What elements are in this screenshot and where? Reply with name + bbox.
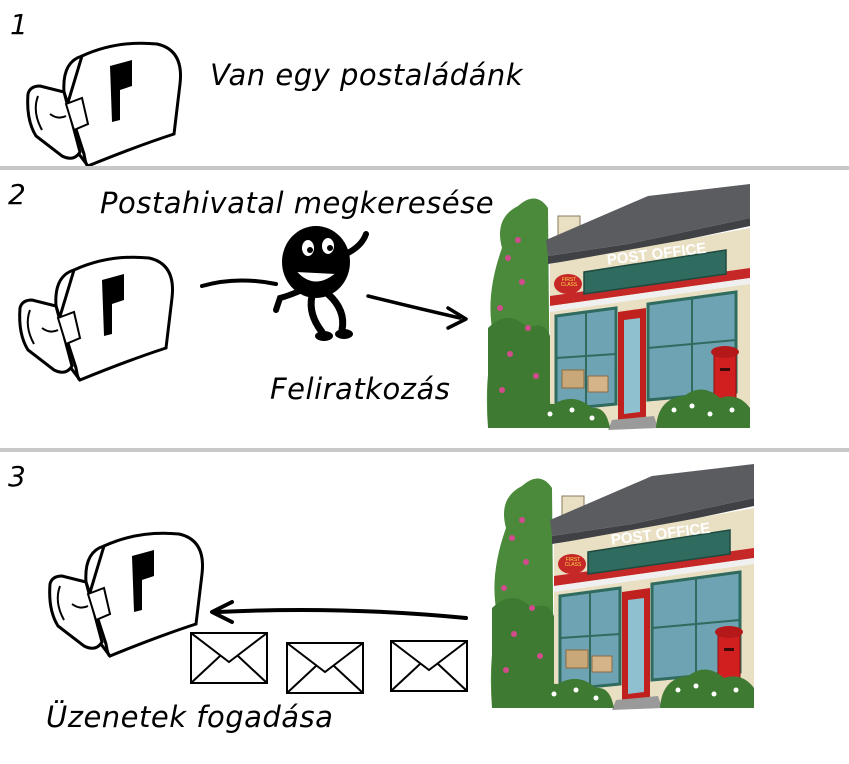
panel-1-caption: Van egy postaládánk <box>210 58 524 92</box>
arrow-left-icon <box>210 600 468 624</box>
panel-2-bottom-caption: Feliratkozás <box>270 372 451 406</box>
panel-separator <box>0 448 849 452</box>
panel-2-top-caption: Postahivatal megkeresése <box>100 186 495 220</box>
envelope-icon <box>390 640 468 692</box>
envelope-icon <box>286 642 364 694</box>
panel-3-caption: Üzenetek fogadása <box>46 700 334 734</box>
mailbox-icon <box>48 531 205 658</box>
post-office-illustration: POST OFFICE FIRST CLASS <box>485 178 752 434</box>
mailbox-icon <box>26 41 183 168</box>
mailbox-icon <box>18 255 175 382</box>
first-class-badge: FIRST CLASS <box>560 277 578 288</box>
panel-3-number: 3 <box>8 460 26 493</box>
first-class-badge: FIRST CLASS <box>564 557 582 568</box>
panel-2-number: 2 <box>8 178 26 211</box>
post-office-illustration: POST OFFICE FIRST CLASS <box>489 458 756 714</box>
walking-character-icon <box>200 226 468 341</box>
panel-1-number: 1 <box>10 8 28 41</box>
envelope-icon <box>190 632 268 684</box>
panel-separator <box>0 166 849 170</box>
